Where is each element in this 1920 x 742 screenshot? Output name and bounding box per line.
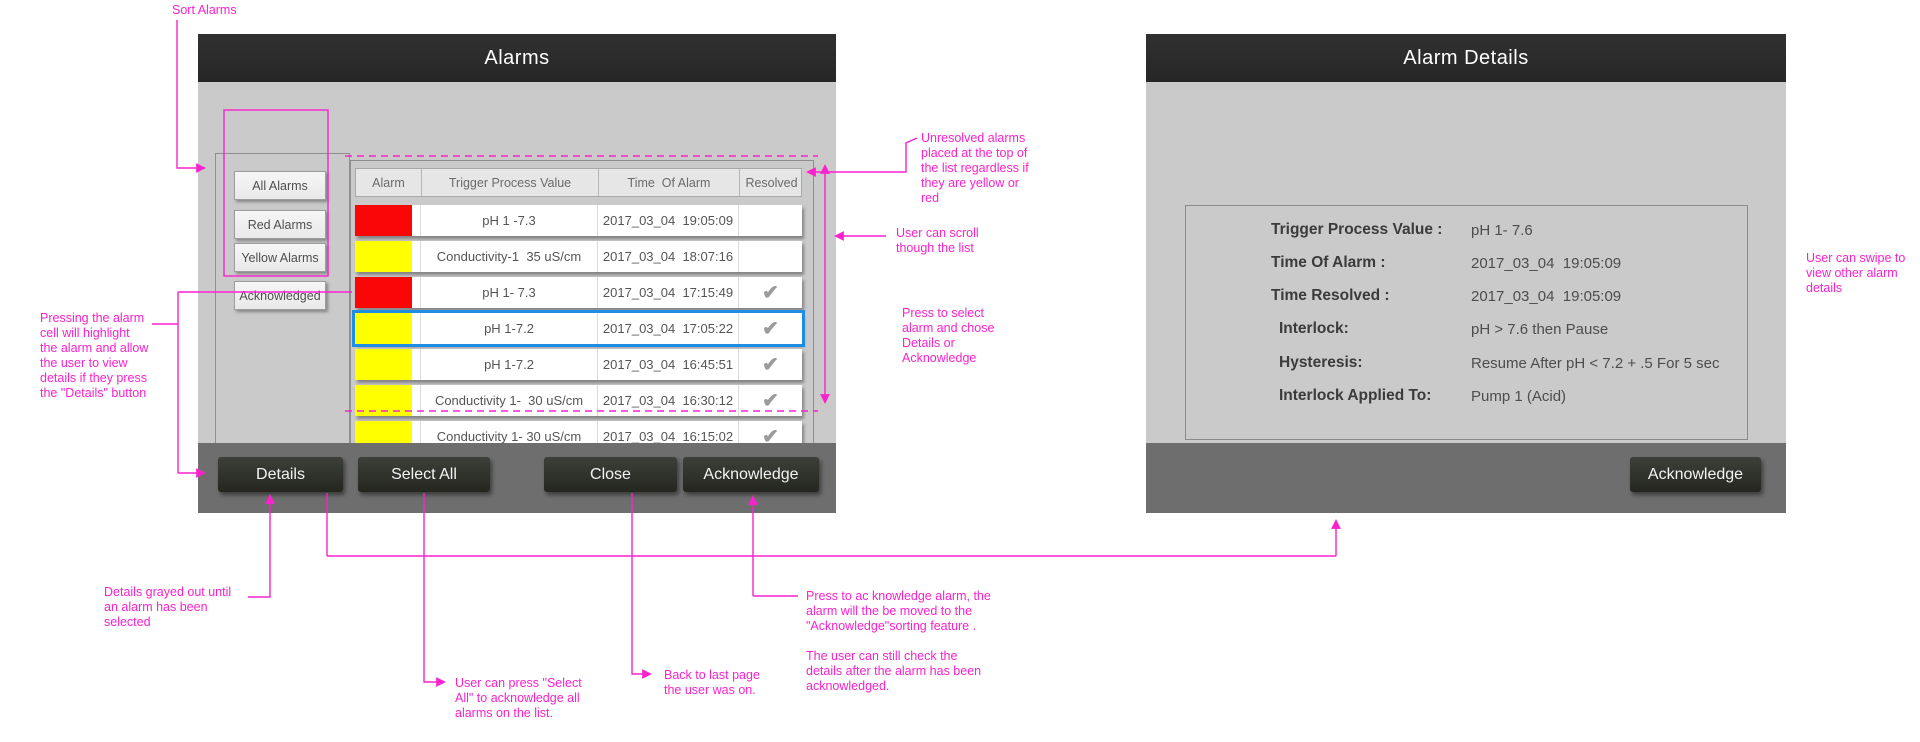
alarm-color-cell [355,277,420,308]
trigger-cell: pH 1- 7.3 [420,277,597,308]
trigger-cell: pH 1 -7.3 [420,205,597,236]
detail-field-row: Time Resolved : 2017_03_04 19:05:09 [1186,286,1747,306]
resolved-cell: ✔ [738,349,802,380]
detail-label-interlock-applied-to: Interlock Applied To: [1279,387,1432,404]
annotation-back: Back to last page the user was on. [664,668,760,697]
annotation-details-grayed: Details grayed out until an alarm has be… [104,585,232,629]
trigger-cell: Conductivity 1- 30 uS/cm [420,421,597,452]
check-icon: ✔ [762,389,779,412]
time-cell: 2017_03_04 16:30:12 [597,385,738,416]
annotation-swipe: User can swipe to view other alarm detai… [1806,251,1906,295]
detail-value-trigger-process-value: pH 1- 7.6 [1471,221,1533,239]
detail-value-time-of-alarm: 2017_03_04 19:05:09 [1471,254,1622,272]
filter-button-acknowledged[interactable]: Acknowledged [234,281,326,310]
detail-label-hysteresis: Hysteresis: [1279,354,1363,371]
annotation-press-cell: Pressing the alarm cell will highlight t… [40,311,149,400]
filter-button-all-alarms[interactable]: All Alarms [234,171,326,200]
check-icon: ✔ [762,281,779,304]
detail-label-interlock: Interlock: [1279,320,1349,337]
resolved-cell [738,205,802,236]
resolved-cell: ✔ [738,277,802,308]
detail-label-time-of-alarm: Time Of Alarm : [1271,254,1386,271]
annotation-sort: Sort Alarms [172,3,237,17]
detail-field-row: Time Of Alarm : 2017_03_04 19:05:09 [1186,253,1747,273]
alarm-color-swatch-yellow [355,313,412,344]
alarm-details-titlebar: Alarm Details [1146,34,1786,82]
alarm-color-cell [355,385,420,416]
resolved-cell: ✔ [738,421,802,452]
alarms-titlebar: Alarms [198,34,836,82]
detail-field-row: Hysteresis: Resume After pH < 7.2 + .5 Fo… [1186,353,1747,373]
alarm-color-swatch-red [355,277,412,308]
annotation-acknowledge: Press to ac knowledge alarm, the alarm w… [806,589,991,693]
header-time-of-alarm: Time Of Alarm [598,169,739,196]
detail-value-time-resolved: 2017_03_04 19:05:09 [1471,287,1622,305]
select-all-button[interactable]: Select All [358,457,490,492]
header-resolved: Resolved [739,169,803,196]
trigger-cell: Conductivity-1 35 uS/cm [420,241,597,272]
resolved-cell [738,241,802,272]
details-button[interactable]: Details [218,457,343,492]
select-all-vertical [423,493,446,687]
resolved-cell: ✔ [738,385,802,416]
annotation-select-alarm: Press to select alarm and chose Details … [902,306,995,365]
detail-value-interlock-applied-to: Pump 1 (Acid) [1471,387,1567,405]
detail-field-row: Trigger Process Value : pH 1- 7.6 [1186,220,1747,240]
alarm-details-panel: Alarm Details Trigger Process Value : pH … [1146,34,1786,513]
annotation-select-all: User can press "Select All" to acknowled… [455,676,582,720]
filter-button-yellow-alarms[interactable]: Yellow Alarms [234,243,326,272]
header-trigger-process-value: Trigger Process Value [421,169,598,196]
alarm-details-bottombar: Acknowledge [1146,443,1786,513]
resolved-cell: ✔ [738,313,802,344]
detail-value-hysteresis: Resume After pH < 7.2 + .5 For 5 sec [1471,354,1720,372]
detail-field-row: Interlock: pH > 7.6 then Pause [1186,319,1747,339]
trigger-cell: pH 1-7.2 [420,349,597,380]
time-cell: 2017_03_04 16:15:02 [597,421,738,452]
alarm-color-swatch-yellow [355,241,412,272]
acknowledge-button[interactable]: Acknowledge [683,457,819,492]
filter-button-red-alarms[interactable]: Red Alarms [234,210,326,239]
alarm-color-cell [355,205,420,236]
alarm-color-cell [355,241,420,272]
time-cell: 2017_03_04 18:07:16 [597,241,738,272]
check-icon: ✔ [762,425,779,448]
annotation-scroll: User can scroll though the list [896,226,979,255]
detail-label-time-resolved: Time Resolved : [1271,287,1390,304]
trigger-cell: Conductivity 1- 30 uS/cm [420,385,597,416]
close-button[interactable]: Close [544,457,677,492]
time-cell: 2017_03_04 16:45:51 [597,349,738,380]
annotation-unresolved: Unresolved alarms placed at the top of t… [921,131,1029,205]
time-cell: 2017_03_04 19:05:09 [597,205,738,236]
alarm-color-cell [355,313,420,344]
close-vertical [631,493,652,679]
time-cell: 2017_03_04 17:15:49 [597,277,738,308]
alarm-details-title: Alarm Details [1403,46,1529,69]
detail-value-interlock: pH > 7.6 then Pause [1471,320,1609,338]
alarm-color-swatch-yellow [355,349,412,380]
alarm-color-cell [355,349,420,380]
detail-field-row: Interlock Applied To: Pump 1 (Acid) [1186,386,1747,406]
alarms-title: Alarms [484,46,550,69]
trigger-cell: pH 1-7.2 [420,313,597,344]
alarm-color-swatch-red [355,205,412,236]
detail-label-trigger-process-value: Trigger Process Value : [1271,221,1443,238]
acknowledge-details-button[interactable]: Acknowledge [1630,457,1761,492]
check-icon: ✔ [762,317,779,340]
time-cell: 2017_03_04 17:05:22 [597,313,738,344]
header-alarm: Alarm [372,175,405,190]
check-icon: ✔ [762,353,779,376]
alarm-color-swatch-yellow [355,385,412,416]
